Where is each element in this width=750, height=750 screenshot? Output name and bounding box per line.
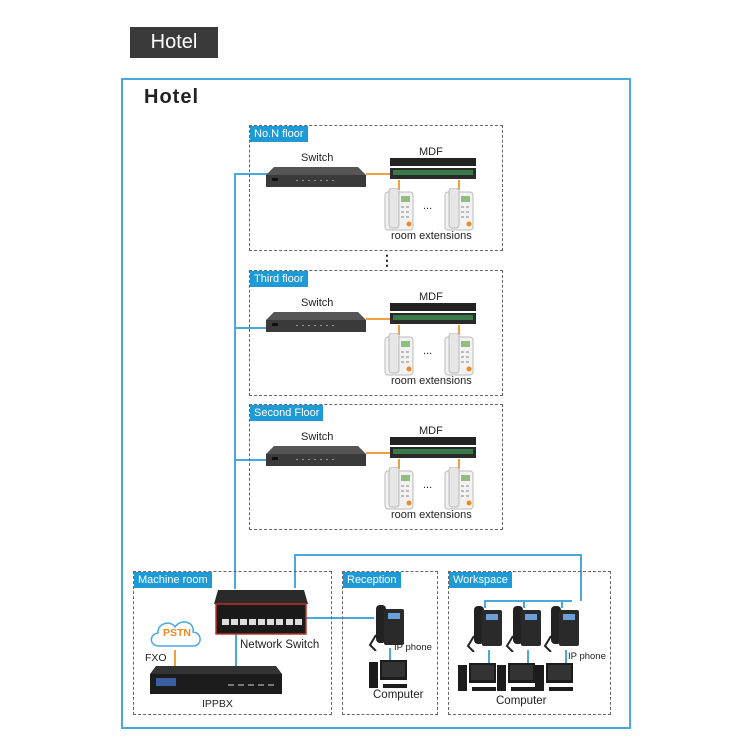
desk-phone-icon — [383, 333, 415, 377]
computer-icon — [458, 663, 498, 693]
mdf-label: MDF — [419, 425, 443, 437]
network-switch-device — [214, 586, 308, 638]
header-tag: Hotel — [130, 27, 218, 58]
reception-phone-pc-link — [389, 648, 391, 662]
floor-label: No.N floor — [250, 126, 308, 142]
machine-room-box: Machine room — [133, 571, 332, 715]
ip-phone-icon — [466, 606, 506, 652]
phone-pc-link — [527, 650, 529, 664]
link-reception — [306, 617, 374, 619]
mdf-label: MDF — [419, 146, 443, 158]
floor-switch-device — [266, 165, 366, 189]
diagram-title: Hotel — [144, 86, 199, 108]
floor-label: Third floor — [250, 271, 308, 287]
machine-room-label: Machine room — [134, 572, 212, 588]
link-floor-3 — [234, 327, 268, 329]
extensions-ellipsis: ... — [423, 479, 433, 491]
workspace-computer-label: Computer — [496, 695, 547, 707]
desk-phone-icon — [443, 333, 475, 377]
fxo-line — [174, 650, 176, 667]
phone-pc-link — [565, 650, 567, 664]
workspace-drop-line — [523, 600, 525, 608]
ippbx-device — [150, 664, 282, 696]
desk-phone-icon — [383, 188, 415, 232]
floor-switch-label: Switch — [301, 152, 334, 164]
computer-icon — [535, 663, 575, 693]
extension-link — [398, 325, 400, 335]
pstn-label: PSTN — [163, 627, 192, 639]
ip-phone-icon — [543, 606, 583, 652]
extension-link — [458, 325, 460, 335]
phone-pc-link — [488, 650, 490, 664]
link-floor-n — [234, 173, 268, 175]
workspace-drop-line — [561, 600, 563, 608]
workspace-drop-line — [484, 600, 486, 608]
computer-icon — [369, 660, 409, 690]
desk-phone-icon — [383, 467, 415, 511]
floor-switch-label: Switch — [301, 431, 334, 443]
floor-box: No.N floor — [249, 125, 503, 251]
fxo-label: FXO — [145, 652, 167, 664]
desk-phone-icon — [443, 188, 475, 232]
workspace-label: Workspace — [449, 572, 512, 588]
reception-computer-label: Computer — [373, 689, 424, 701]
floor-continuation-dots: ⋮ — [380, 252, 394, 268]
extension-link — [398, 459, 400, 469]
link-workspace-down — [580, 554, 582, 601]
mdf-label: MDF — [419, 291, 443, 303]
room-extensions-label: room extensions — [391, 509, 472, 521]
ip-phone-icon — [505, 606, 545, 652]
switch-mdf-link — [366, 173, 390, 175]
extension-link — [458, 180, 460, 190]
mdf-panel — [390, 437, 476, 459]
backbone-line — [234, 173, 236, 589]
link-workspace-top — [294, 554, 581, 556]
floor-switch-device — [266, 444, 366, 468]
switch-mdf-link — [366, 318, 390, 320]
floor-switch-device — [266, 310, 366, 334]
extensions-ellipsis: ... — [423, 345, 433, 357]
desk-phone-icon — [443, 467, 475, 511]
pstn-cloud-icon — [149, 618, 203, 650]
room-extensions-label: room extensions — [391, 230, 472, 242]
mdf-panel — [390, 303, 476, 325]
link-floor-2 — [234, 459, 268, 461]
extension-link — [458, 459, 460, 469]
floor-switch-label: Switch — [301, 297, 334, 309]
extensions-ellipsis: ... — [423, 200, 433, 212]
floor-box: Second Floor — [249, 404, 503, 530]
network-switch-label: Network Switch — [240, 639, 320, 651]
workspace-box: Workspace — [448, 571, 611, 715]
reception-label: Reception — [343, 572, 401, 588]
link-ippbx — [235, 633, 237, 669]
switch-mdf-link — [366, 452, 390, 454]
ippbx-label: IPPBX — [202, 698, 233, 710]
reception-box: Reception — [342, 571, 438, 715]
mdf-panel — [390, 158, 476, 180]
extension-link — [398, 180, 400, 190]
floor-label: Second Floor — [250, 405, 324, 421]
link-workspace-bar — [485, 600, 572, 602]
workspace-ip-phone-label: IP phone — [568, 651, 606, 662]
reception-ip-phone-label: IP phone — [394, 642, 432, 653]
diagram-frame — [121, 78, 631, 729]
room-extensions-label: room extensions — [391, 375, 472, 387]
computer-icon — [497, 663, 537, 693]
floor-box: Third floor — [249, 270, 503, 396]
ip-phone-icon — [368, 605, 408, 651]
